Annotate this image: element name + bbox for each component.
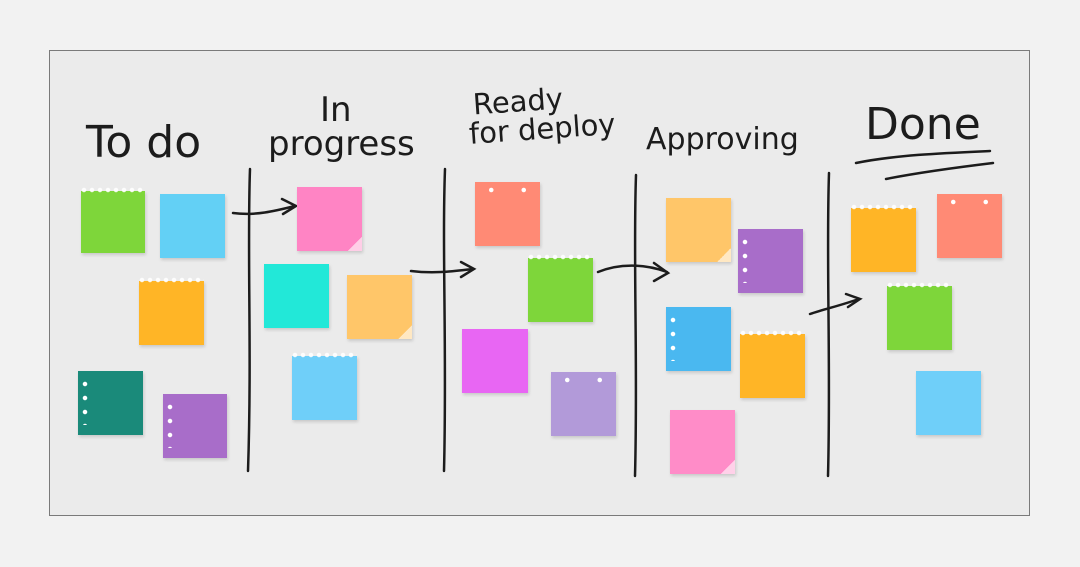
kanban-board: To do In progress Ready for deploy Appro… <box>49 50 1030 516</box>
column-divider-3 <box>633 173 638 478</box>
column-divider-1 <box>246 167 252 473</box>
sticky-note-orange-approving[interactable] <box>740 330 805 398</box>
sticky-note-salmon[interactable] <box>475 182 540 246</box>
flow-arrow-1-head <box>280 197 299 216</box>
sticky-note-cyan[interactable] <box>264 264 329 328</box>
column-title-todo: To do <box>86 121 201 165</box>
sticky-note-green-done[interactable] <box>887 282 952 350</box>
column-title-line: Approving <box>646 122 799 157</box>
sticky-note-rose-grid[interactable] <box>670 410 735 474</box>
sticky-note-peach-approving[interactable] <box>666 198 731 262</box>
sticky-note-pink-grid[interactable] <box>297 187 362 251</box>
sticky-note-lightblue-done[interactable] <box>916 371 981 435</box>
sticky-note-green[interactable] <box>81 187 145 253</box>
sticky-note-lightblue[interactable] <box>292 352 357 420</box>
done-underline-2 <box>884 161 995 181</box>
column-title-line: In <box>320 90 352 130</box>
flow-arrow-3 <box>596 264 669 274</box>
sticky-note-teal-table[interactable] <box>78 371 143 435</box>
sticky-note-purple-approving[interactable] <box>738 229 803 293</box>
sticky-note-blue-table[interactable] <box>666 307 731 371</box>
sticky-note-salmon-done[interactable] <box>937 194 1002 258</box>
sticky-note-lavender[interactable] <box>551 372 616 436</box>
flow-arrow-4-head <box>844 292 863 309</box>
column-title-line: Done <box>865 99 981 150</box>
sticky-note-peach[interactable] <box>347 275 412 339</box>
sticky-note-sky[interactable] <box>160 194 225 258</box>
done-underline <box>854 149 992 165</box>
sticky-note-green-ready[interactable] <box>528 254 593 322</box>
sticky-note-magenta[interactable] <box>462 329 528 393</box>
sticky-note-orange-done[interactable] <box>851 204 916 272</box>
flow-arrow-2 <box>409 267 475 274</box>
board-ink-drawing <box>231 149 995 478</box>
column-title-line: To do <box>86 117 202 168</box>
sticky-note-orange-lined[interactable] <box>139 277 204 345</box>
flow-arrow-1 <box>231 204 297 216</box>
column-title-approving: Approving <box>646 125 799 155</box>
flow-arrow-4 <box>808 297 861 316</box>
column-title-inprogress: In progress <box>268 93 415 161</box>
column-title-done: Done <box>865 103 981 147</box>
flow-arrow-2-head <box>459 260 477 279</box>
sticky-note-purple[interactable] <box>163 394 227 458</box>
column-title-ready: Ready for deploy <box>466 81 617 151</box>
flow-arrow-3-head <box>652 261 671 283</box>
column-title-line: progress <box>268 124 415 164</box>
column-divider-4 <box>826 171 831 478</box>
column-divider-2 <box>442 167 447 473</box>
